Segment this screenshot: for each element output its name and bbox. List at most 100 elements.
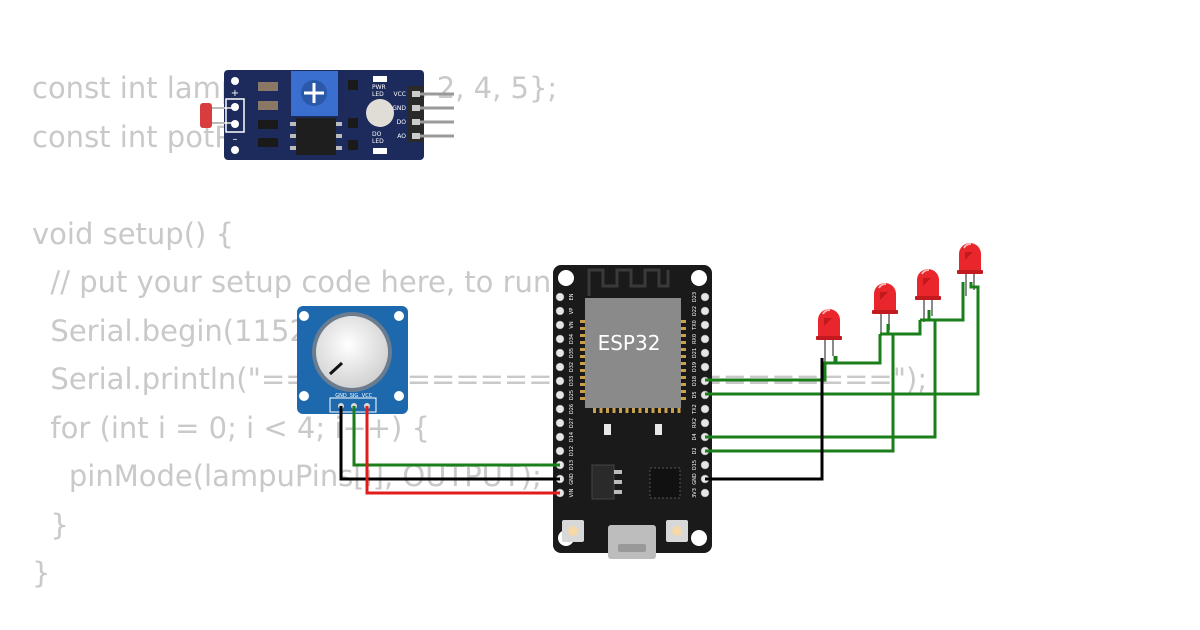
esp32-pin-label: D33 [569, 376, 575, 386]
wire-led1-signal[interactable] [705, 356, 837, 382]
mounting-hole [231, 77, 239, 85]
mounting-hole [691, 270, 707, 286]
ldr-pin-label: DO [397, 119, 407, 126]
esp32-pin[interactable] [700, 488, 710, 498]
code-line: pinMode(lampuPins[i], OUTPUT); [32, 459, 542, 493]
wire-led2-signal[interactable] [705, 324, 895, 453]
code-line: void setup() { [32, 216, 234, 251]
esp32-pin-label: D5 [692, 391, 698, 398]
esp32-pin[interactable] [555, 362, 565, 372]
esp32-pin[interactable] [700, 306, 710, 316]
wire-led-ground-2[interactable] [880, 320, 922, 336]
esp32-pin-label: TX0 [692, 320, 698, 331]
wire-led4-signal[interactable] [705, 282, 980, 396]
esp32-pin-label: RX0 [692, 334, 698, 344]
wires [339, 282, 980, 495]
esp32-pin[interactable] [700, 460, 710, 470]
mounting-hole [558, 270, 574, 286]
esp32-pin-label: D12 [569, 446, 575, 456]
esp32-pin-label: TX2 [692, 404, 698, 415]
resistor-icon [258, 138, 278, 147]
mounting-hole [231, 146, 239, 154]
esp32-pin[interactable] [555, 390, 565, 400]
wire-led-ground-3[interactable] [920, 282, 965, 322]
usb-serial-chip [649, 467, 681, 499]
esp32-pin[interactable] [555, 348, 565, 358]
wire-pot-sig[interactable] [352, 406, 560, 467]
code-line: } [32, 556, 51, 590]
resistor-icon [258, 82, 278, 91]
mounting-hole [299, 391, 309, 401]
antenna-icon [587, 268, 670, 296]
wire-pot-vcc[interactable] [365, 406, 560, 495]
esp32-pin-label: D34 [569, 334, 575, 344]
esp32-pin[interactable] [555, 306, 565, 316]
red-led-icon[interactable] [871, 282, 899, 337]
esp32-pin-label: D32 [569, 362, 575, 372]
resistor-icon [258, 120, 278, 129]
esp32-pin[interactable] [700, 362, 710, 372]
esp32-pin[interactable] [700, 334, 710, 344]
photoresistor-icon [200, 103, 212, 128]
pot-knob[interactable] [316, 316, 388, 388]
ldr-plus-label: + [231, 88, 239, 99]
red-led-icon[interactable] [815, 308, 843, 363]
micro-usb-port[interactable] [608, 525, 656, 559]
esp32-pin[interactable] [700, 404, 710, 414]
esp32-pin[interactable] [555, 418, 565, 428]
esp32-pin[interactable] [555, 404, 565, 414]
esp32-pin-label: D4 [692, 433, 698, 440]
pot-knob-indicator [328, 361, 344, 376]
code-line: } [32, 507, 69, 542]
esp32-pin-label: D19 [692, 362, 698, 372]
ldr-lens-icon [366, 99, 394, 127]
wire-pot-gnd[interactable] [339, 406, 560, 481]
esp32-pin[interactable] [555, 320, 565, 330]
comparator-chip [296, 118, 336, 155]
esp32-pin[interactable] [555, 292, 565, 302]
esp32-pin-label: D23 [692, 292, 698, 302]
esp32-pin-label: VIN [569, 488, 575, 497]
ldr-pin-labels: VCC GND DO AO [392, 91, 406, 140]
voltage-regulator [591, 464, 615, 500]
do-led-icon [373, 148, 387, 154]
ldr-pin-label: AO [397, 133, 406, 140]
esp32-devkit-board[interactable]: ESP32 ENVPVND34D35D32D33D25D26D27D14D12D… [553, 265, 712, 559]
esp32-pin-label: GND [692, 473, 698, 485]
esp32-pin-label: EN [569, 293, 575, 300]
esp32-pin[interactable] [700, 418, 710, 428]
esp32-pin[interactable] [555, 432, 565, 442]
esp32-pin[interactable] [700, 320, 710, 330]
esp32-pin[interactable] [700, 348, 710, 358]
esp32-module-shield [585, 298, 681, 408]
ldr-pin-label: VCC [394, 91, 406, 98]
esp32-pin[interactable] [555, 334, 565, 344]
esp32-pin-label: VN [569, 321, 575, 328]
esp32-pin-label: D14 [569, 432, 575, 442]
esp32-pin-label: D25 [569, 390, 575, 400]
esp32-pin-label: D15 [692, 460, 698, 470]
mounting-hole [299, 311, 309, 321]
ldr-minus-label: – [233, 134, 238, 145]
esp32-pin[interactable] [555, 376, 565, 386]
wire-led-ground-1[interactable] [834, 334, 882, 365]
resistor-icon [258, 101, 278, 110]
pwr-led-icon [373, 76, 387, 82]
esp32-pin-label: D27 [569, 418, 575, 428]
pot-pin-label: VCC [362, 393, 373, 399]
esp32-pin[interactable] [555, 446, 565, 456]
esp32-pin[interactable] [700, 292, 710, 302]
esp32-pin-label: D13 [569, 460, 575, 470]
ldr-pin-label: GND [392, 105, 406, 112]
wire-gnd-to-leds[interactable] [705, 358, 824, 481]
ldr-pin-header [408, 86, 424, 142]
esp32-left-pin-header: ENVPVND34D35D32D33D25D26D27D14D12D13GNDV… [555, 292, 575, 497]
esp32-pin-label: GND [569, 473, 575, 485]
pot-pin-label: GND [335, 393, 347, 399]
